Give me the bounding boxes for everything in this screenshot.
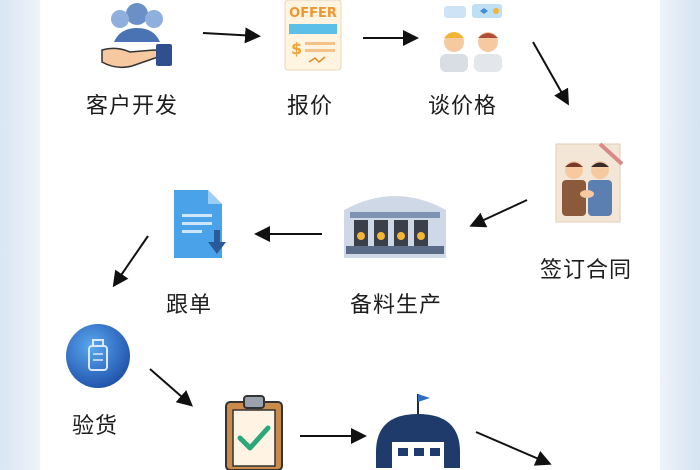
arrow-9 <box>475 431 552 466</box>
arrow-7 <box>149 368 194 407</box>
contract-signing-icon <box>555 142 624 223</box>
factory-production-icon <box>344 196 446 258</box>
handshake-people-icon <box>101 3 172 69</box>
step-negotiate-price: 谈价格 <box>428 94 498 119</box>
step-quotation: 报价 <box>287 94 334 119</box>
step-material-production: 备料生产 <box>350 293 443 318</box>
step-sign-contract: 签订合同 <box>540 258 633 283</box>
arrow-1 <box>202 27 261 44</box>
step-follow-order: 跟单 <box>166 293 213 318</box>
offer-document-icon: OFFER $ <box>284 0 342 71</box>
arrow-4 <box>469 199 528 228</box>
step-inspection: 验货 <box>72 414 119 439</box>
step-customer-development: 客户开发 <box>86 94 179 119</box>
warehouse-dome-icon <box>376 394 460 468</box>
arrow-3 <box>532 41 569 106</box>
two-people-chat-icon <box>440 4 502 72</box>
arrow-6 <box>112 235 149 288</box>
clipboard-check-icon <box>225 395 283 470</box>
suitcase-inspection-icon <box>66 324 130 388</box>
svg-text:OFFER: OFFER <box>289 6 337 21</box>
svg-text:$: $ <box>291 39 302 58</box>
document-download-icon <box>174 190 226 258</box>
